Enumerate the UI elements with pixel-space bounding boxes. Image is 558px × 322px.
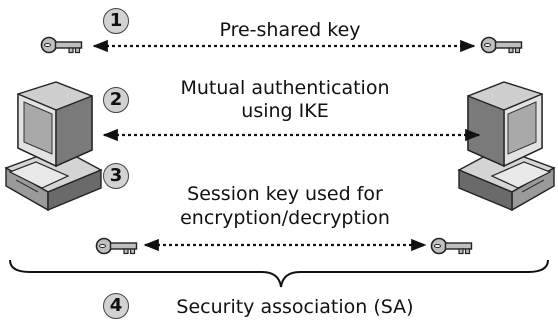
label-pre-shared-key: Pre-shared key <box>219 19 361 41</box>
step-number-3: 3 <box>103 163 129 189</box>
label-encryption-decryption: encryption/decryption <box>180 207 390 229</box>
step-number-1: 1 <box>103 8 129 34</box>
key-icon <box>480 36 523 54</box>
label-session-key: Session key used for <box>187 183 383 205</box>
label-mutual-authentication: Mutual authentication <box>180 77 390 99</box>
computer-left-icon <box>5 81 102 211</box>
label-security-association: Security association (SA) <box>176 296 414 318</box>
key-icon <box>430 237 473 255</box>
label-using-ike: using IKE <box>241 100 329 122</box>
step-number-2: 2 <box>103 87 129 113</box>
security-association-brace <box>9 259 549 288</box>
key-icon <box>40 36 83 54</box>
key-icon <box>95 237 138 255</box>
step-number-4: 4 <box>103 293 129 319</box>
computer-right-icon <box>458 81 555 211</box>
